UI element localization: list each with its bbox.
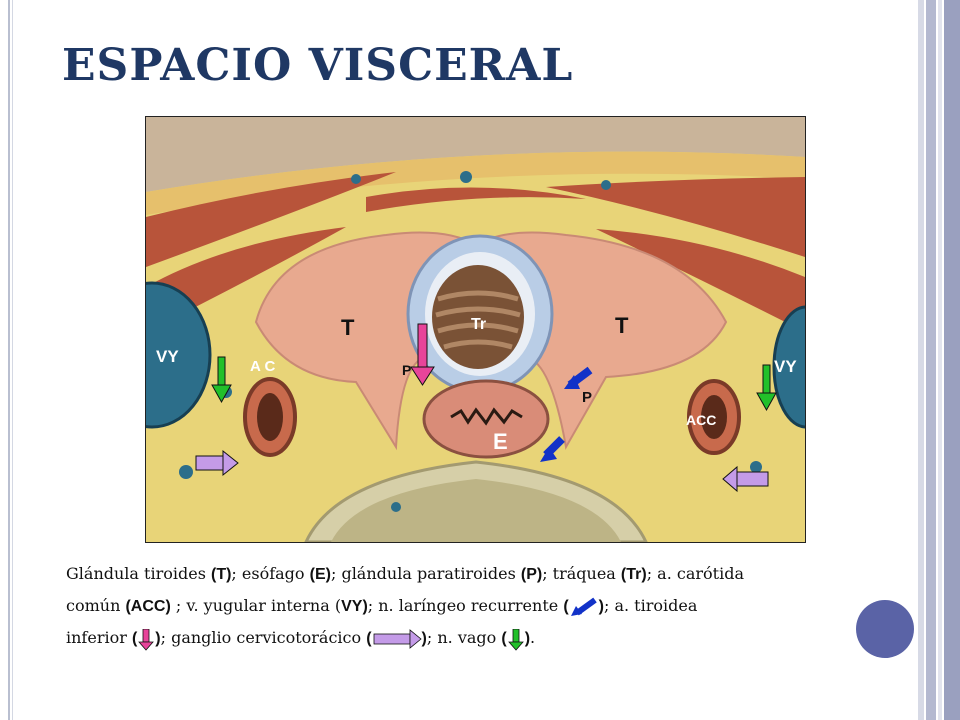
caption-text: ; esófago: [231, 564, 310, 583]
caption-line-3: inferior (); ganglio cervicotorácico ();…: [66, 622, 856, 654]
caption-text: ; a. tiroidea: [603, 596, 698, 615]
lavender-arrow-icon: [372, 628, 422, 649]
caption-code: (ACC): [125, 598, 171, 615]
green-arrow-icon: [507, 628, 525, 651]
caption-code: (T): [210, 566, 232, 583]
arrow-blue-lower: [540, 436, 565, 462]
label-vy-left: VY: [156, 347, 179, 366]
caption-text: ; v. yugular interna (: [170, 596, 342, 615]
arrow-lavender-right: [722, 465, 769, 493]
caption-text: ; a. carótida: [646, 564, 744, 583]
caption-code: (E): [309, 566, 331, 583]
caption-paren: (: [366, 630, 372, 647]
arrow-magenta: [410, 323, 435, 386]
caption-text: ; n. laríngeo recurrente: [367, 596, 564, 615]
caption-code: (Tr): [620, 566, 647, 583]
caption-text: ; glándula paratiroides: [330, 564, 521, 583]
caption-code: (P): [520, 566, 543, 583]
blue-arrow-icon: [569, 597, 599, 617]
caption-text: .: [530, 628, 536, 647]
caption-paren: ): [598, 598, 604, 615]
label-vy-right: VY: [774, 357, 797, 376]
caption-text: común: [66, 596, 126, 615]
caption-paren: (: [501, 630, 507, 647]
left-border-rule-inner: [12, 0, 13, 720]
esophagus-shape: [422, 379, 550, 459]
arrow-lavender-left: [195, 449, 239, 477]
muscle-left-upper: [146, 172, 396, 267]
next-slide-button[interactable]: [856, 600, 914, 658]
caption-text: ; n. vago: [426, 628, 502, 647]
caption-line-2: común (ACC) ; v. yugular interna (VY); n…: [66, 590, 856, 622]
label-ac: A C: [250, 358, 275, 375]
label-p-right: P: [582, 389, 592, 406]
label-acc: ACC: [686, 412, 716, 428]
caption-paren: ): [155, 630, 161, 647]
arrow-green-left: [211, 356, 232, 404]
caption-paren: (: [563, 598, 569, 615]
subcutaneous-layer: [146, 151, 805, 215]
label-t-right: T: [615, 313, 629, 338]
label-p-left: P: [402, 362, 411, 378]
skin-layer: [146, 117, 805, 192]
label-t-left: T: [341, 315, 355, 340]
caption-paren: ): [421, 630, 427, 647]
label-tr: Tr: [471, 316, 486, 333]
arrow-green-right: [756, 364, 777, 412]
caption-text: ; ganglio cervicotorácico: [160, 628, 367, 647]
left-border-rule: [8, 0, 10, 720]
caption-paren: (: [131, 630, 138, 647]
caption-code: VY): [341, 598, 368, 615]
caption-text: ; tráquea: [542, 564, 621, 583]
caption-text: inferior: [66, 628, 132, 647]
figure-caption: Glándula tiroides (T); esófago (E); glán…: [66, 558, 856, 654]
magenta-arrow-icon: [137, 628, 155, 651]
slide-title: ESPACIO VISCERAL: [62, 40, 574, 91]
muscle-strap-center: [366, 187, 586, 212]
right-decorative-bars: [918, 0, 960, 720]
vena-yugular-left-shape: [146, 281, 212, 429]
muscle-right-upper: [546, 177, 805, 257]
caption-text: Glándula tiroides: [66, 564, 211, 583]
vena-yugular-right-shape: [772, 305, 805, 429]
caption-paren: ): [524, 630, 531, 647]
arrow-blue-upper: [564, 366, 593, 389]
anatomy-figure: Tr T T VY VY A C ACC P P E: [145, 116, 806, 543]
neck-cross-section-illustration: Tr T T VY VY A C ACC P P E: [146, 117, 805, 542]
muscle-right-lower: [596, 229, 805, 332]
caption-line-1: Glándula tiroides (T); esófago (E); glán…: [66, 558, 856, 590]
label-e: E: [493, 429, 508, 454]
